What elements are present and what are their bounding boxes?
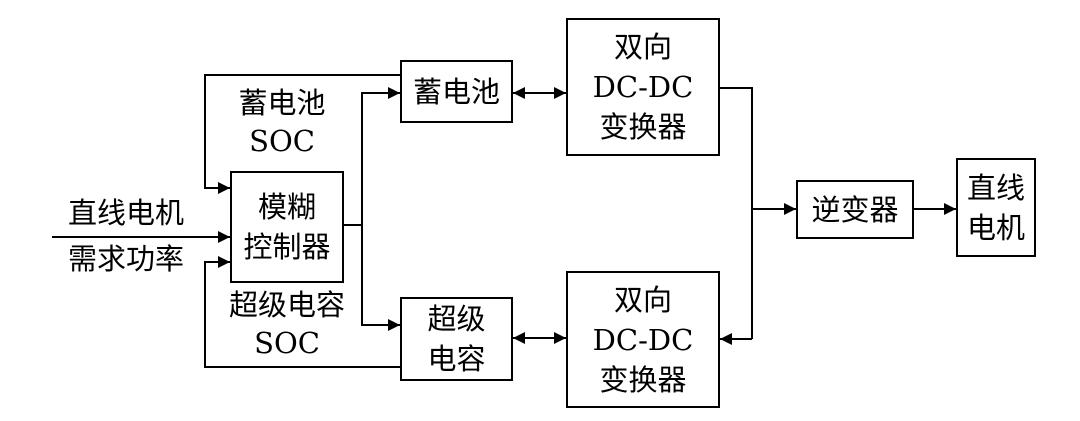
fuzzy-label-line1: 模糊 — [257, 190, 316, 224]
fuzzy-label-line2: 控制器 — [243, 230, 331, 264]
fuzzy-controller-box: 模糊 控制器 — [230, 171, 344, 283]
supercap-soc-label: 超级电容 SOC — [212, 286, 362, 362]
battery-soc-line1: 蓄电池 — [238, 86, 326, 120]
dcdc-bottom-line1: 双向 — [613, 282, 672, 317]
motor-demand-label-bottom: 需求功率 — [56, 240, 196, 278]
dcdc-bottom-box: 双向 DC-DC 变换器 — [566, 271, 720, 408]
dcdc-top-box: 双向 DC-DC 变换器 — [566, 18, 720, 156]
motor-box: 直线 电机 — [956, 158, 1036, 257]
motor-label-line1: 直线 — [966, 170, 1025, 205]
supercap-soc-line2: SOC — [254, 326, 320, 360]
supercap-soc-feedback-arrow — [204, 256, 400, 368]
dcdc-top-bus-line — [720, 87, 753, 339]
dcdc-top-line2: DC-DC — [592, 70, 694, 104]
supercap-label-line1: 超级 — [427, 302, 486, 336]
inverter-label: 逆变器 — [811, 192, 899, 227]
supercap-box: 超级 电容 — [400, 297, 513, 381]
dcdc-top-line3: 变换器 — [599, 110, 687, 144]
dcdc-top-line1: 双向 — [613, 30, 672, 64]
motor-demand-label-top: 直线电机 — [56, 194, 196, 232]
dcdc-bottom-line3: 变换器 — [599, 362, 687, 397]
battery-label: 蓄电池 — [412, 74, 500, 109]
motor-label-line2: 电机 — [966, 210, 1025, 245]
supercap-soc-line1: 超级电容 — [228, 288, 345, 322]
fuzzy-to-supercap-arrow — [361, 225, 400, 331]
battery-soc-line2: SOC — [249, 124, 315, 158]
fuzzy-to-battery-arrow — [344, 87, 400, 226]
battery-box: 蓄电池 — [400, 60, 513, 123]
inverter-box: 逆变器 — [796, 180, 914, 239]
dcdc-bottom-line2: DC-DC — [592, 322, 694, 357]
battery-soc-label: 蓄电池 SOC — [222, 84, 342, 160]
motor-demand-line2: 需求功率 — [67, 242, 184, 276]
supercap-label-line2: 电容 — [427, 342, 486, 376]
battery-soc-feedback-arrow — [204, 74, 400, 194]
motor-demand-line1: 直线电机 — [67, 196, 184, 230]
